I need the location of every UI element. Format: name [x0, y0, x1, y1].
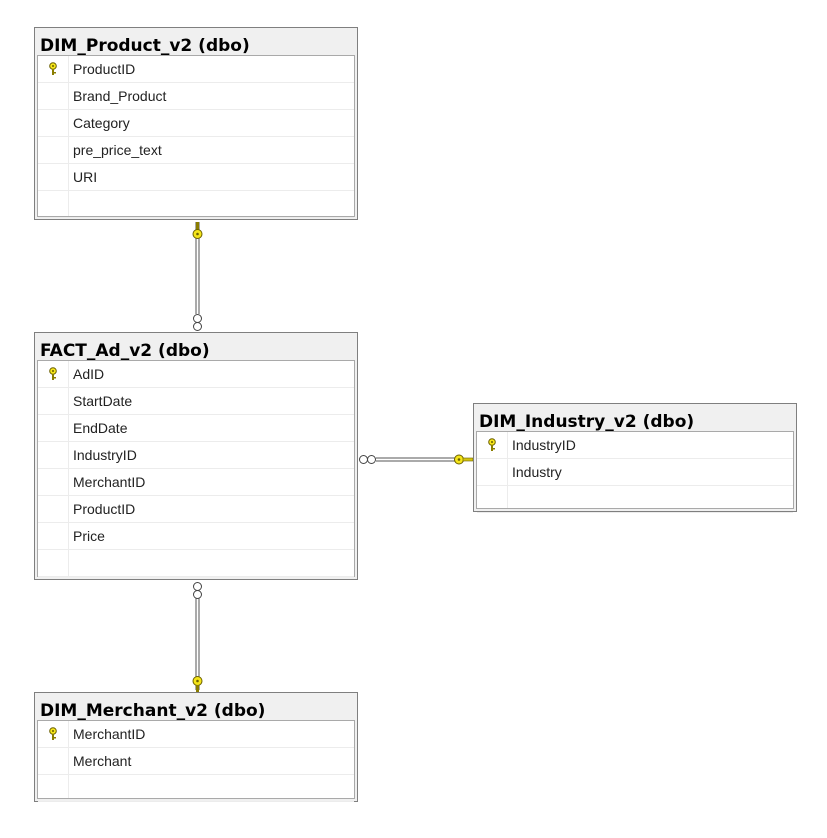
- column-grid: AdID StartDate EndDate IndustryID Mercha…: [37, 360, 355, 577]
- table-dim-merchant[interactable]: DIM_Merchant_v2 (dbo) MerchantID Merchan…: [34, 692, 358, 802]
- many-infinity-icon: [193, 314, 202, 331]
- row-selector[interactable]: [38, 748, 68, 774]
- column-name: pre_price_text: [73, 142, 162, 158]
- row-selector[interactable]: [38, 523, 68, 549]
- column-grid: MerchantID Merchant: [37, 720, 355, 802]
- column-row[interactable]: EndDate: [38, 415, 354, 442]
- column-row[interactable]: Category: [38, 110, 354, 137]
- empty-new-row[interactable]: [38, 775, 354, 802]
- table-title[interactable]: FACT_Ad_v2 (dbo): [40, 341, 210, 360]
- row-selector[interactable]: [38, 469, 68, 495]
- table-title[interactable]: DIM_Product_v2 (dbo): [40, 36, 250, 55]
- column-name: StartDate: [73, 393, 133, 409]
- column-row[interactable]: Merchant: [38, 748, 354, 775]
- table-dim-industry[interactable]: DIM_Industry_v2 (dbo) IndustryID Industr…: [473, 403, 797, 513]
- column-row[interactable]: StartDate: [38, 388, 354, 415]
- row-selector[interactable]: [38, 442, 68, 468]
- column-grid: ProductID Brand_Product Category pre_pri…: [37, 55, 355, 218]
- column-grid: IndustryID Industry: [476, 431, 794, 513]
- table-title[interactable]: DIM_Merchant_v2 (dbo): [40, 701, 266, 720]
- primary-key-icon: [49, 62, 57, 75]
- row-selector[interactable]: [38, 496, 68, 522]
- column-row[interactable]: Brand_Product: [38, 83, 354, 110]
- empty-new-row[interactable]: [38, 550, 354, 577]
- table-dim-product[interactable]: DIM_Product_v2 (dbo) ProductID Brand_Pro…: [34, 27, 358, 220]
- row-selector[interactable]: [38, 110, 68, 136]
- column-row[interactable]: IndustryID: [38, 442, 354, 469]
- column-name: EndDate: [73, 420, 128, 436]
- column-name: IndustryID: [512, 437, 576, 453]
- row-selector[interactable]: [38, 164, 68, 190]
- relationship-product-fact[interactable]: [192, 222, 203, 331]
- empty-new-row[interactable]: [477, 486, 793, 513]
- column-name: URI: [73, 169, 98, 185]
- column-row[interactable]: ProductID: [38, 56, 354, 83]
- table-title[interactable]: DIM_Industry_v2 (dbo): [479, 412, 695, 431]
- column-name: MerchantID: [73, 474, 146, 490]
- column-name: ProductID: [73, 61, 136, 77]
- empty-new-row[interactable]: [38, 191, 354, 218]
- column-name: MerchantID: [73, 726, 146, 742]
- relationship-fact-industry[interactable]: [359, 454, 474, 465]
- column-name: Category: [73, 115, 130, 131]
- column-row[interactable]: ProductID: [38, 496, 354, 523]
- column-row[interactable]: MerchantID: [38, 469, 354, 496]
- column-row[interactable]: pre_price_text: [38, 137, 354, 164]
- column-row[interactable]: URI: [38, 164, 354, 191]
- column-name: ProductID: [73, 501, 136, 517]
- row-selector[interactable]: [38, 415, 68, 441]
- column-row[interactable]: MerchantID: [38, 721, 354, 748]
- column-name: Merchant: [73, 753, 132, 769]
- column-row[interactable]: Industry: [477, 459, 793, 486]
- table-fact-ad[interactable]: FACT_Ad_v2 (dbo) AdID StartDate EndDate …: [34, 332, 358, 580]
- one-key-icon: [192, 222, 203, 239]
- primary-key-icon: [49, 367, 57, 380]
- row-selector[interactable]: [38, 388, 68, 414]
- column-name: Brand_Product: [73, 88, 167, 104]
- row-selector[interactable]: [38, 83, 68, 109]
- primary-key-icon: [49, 727, 57, 740]
- one-key-icon: [454, 454, 474, 465]
- column-name: Industry: [512, 464, 562, 480]
- primary-key-icon: [488, 438, 496, 451]
- column-name: Price: [73, 528, 105, 544]
- column-row[interactable]: IndustryID: [477, 432, 793, 459]
- column-row[interactable]: AdID: [38, 361, 354, 388]
- one-key-icon: [192, 676, 203, 693]
- many-infinity-icon: [193, 582, 202, 599]
- column-name: IndustryID: [73, 447, 137, 463]
- column-row[interactable]: Price: [38, 523, 354, 550]
- row-selector[interactable]: [477, 459, 507, 485]
- column-name: AdID: [73, 366, 105, 382]
- relationship-fact-merchant[interactable]: [192, 582, 203, 694]
- many-infinity-icon: [359, 455, 376, 464]
- row-selector[interactable]: [38, 137, 68, 163]
